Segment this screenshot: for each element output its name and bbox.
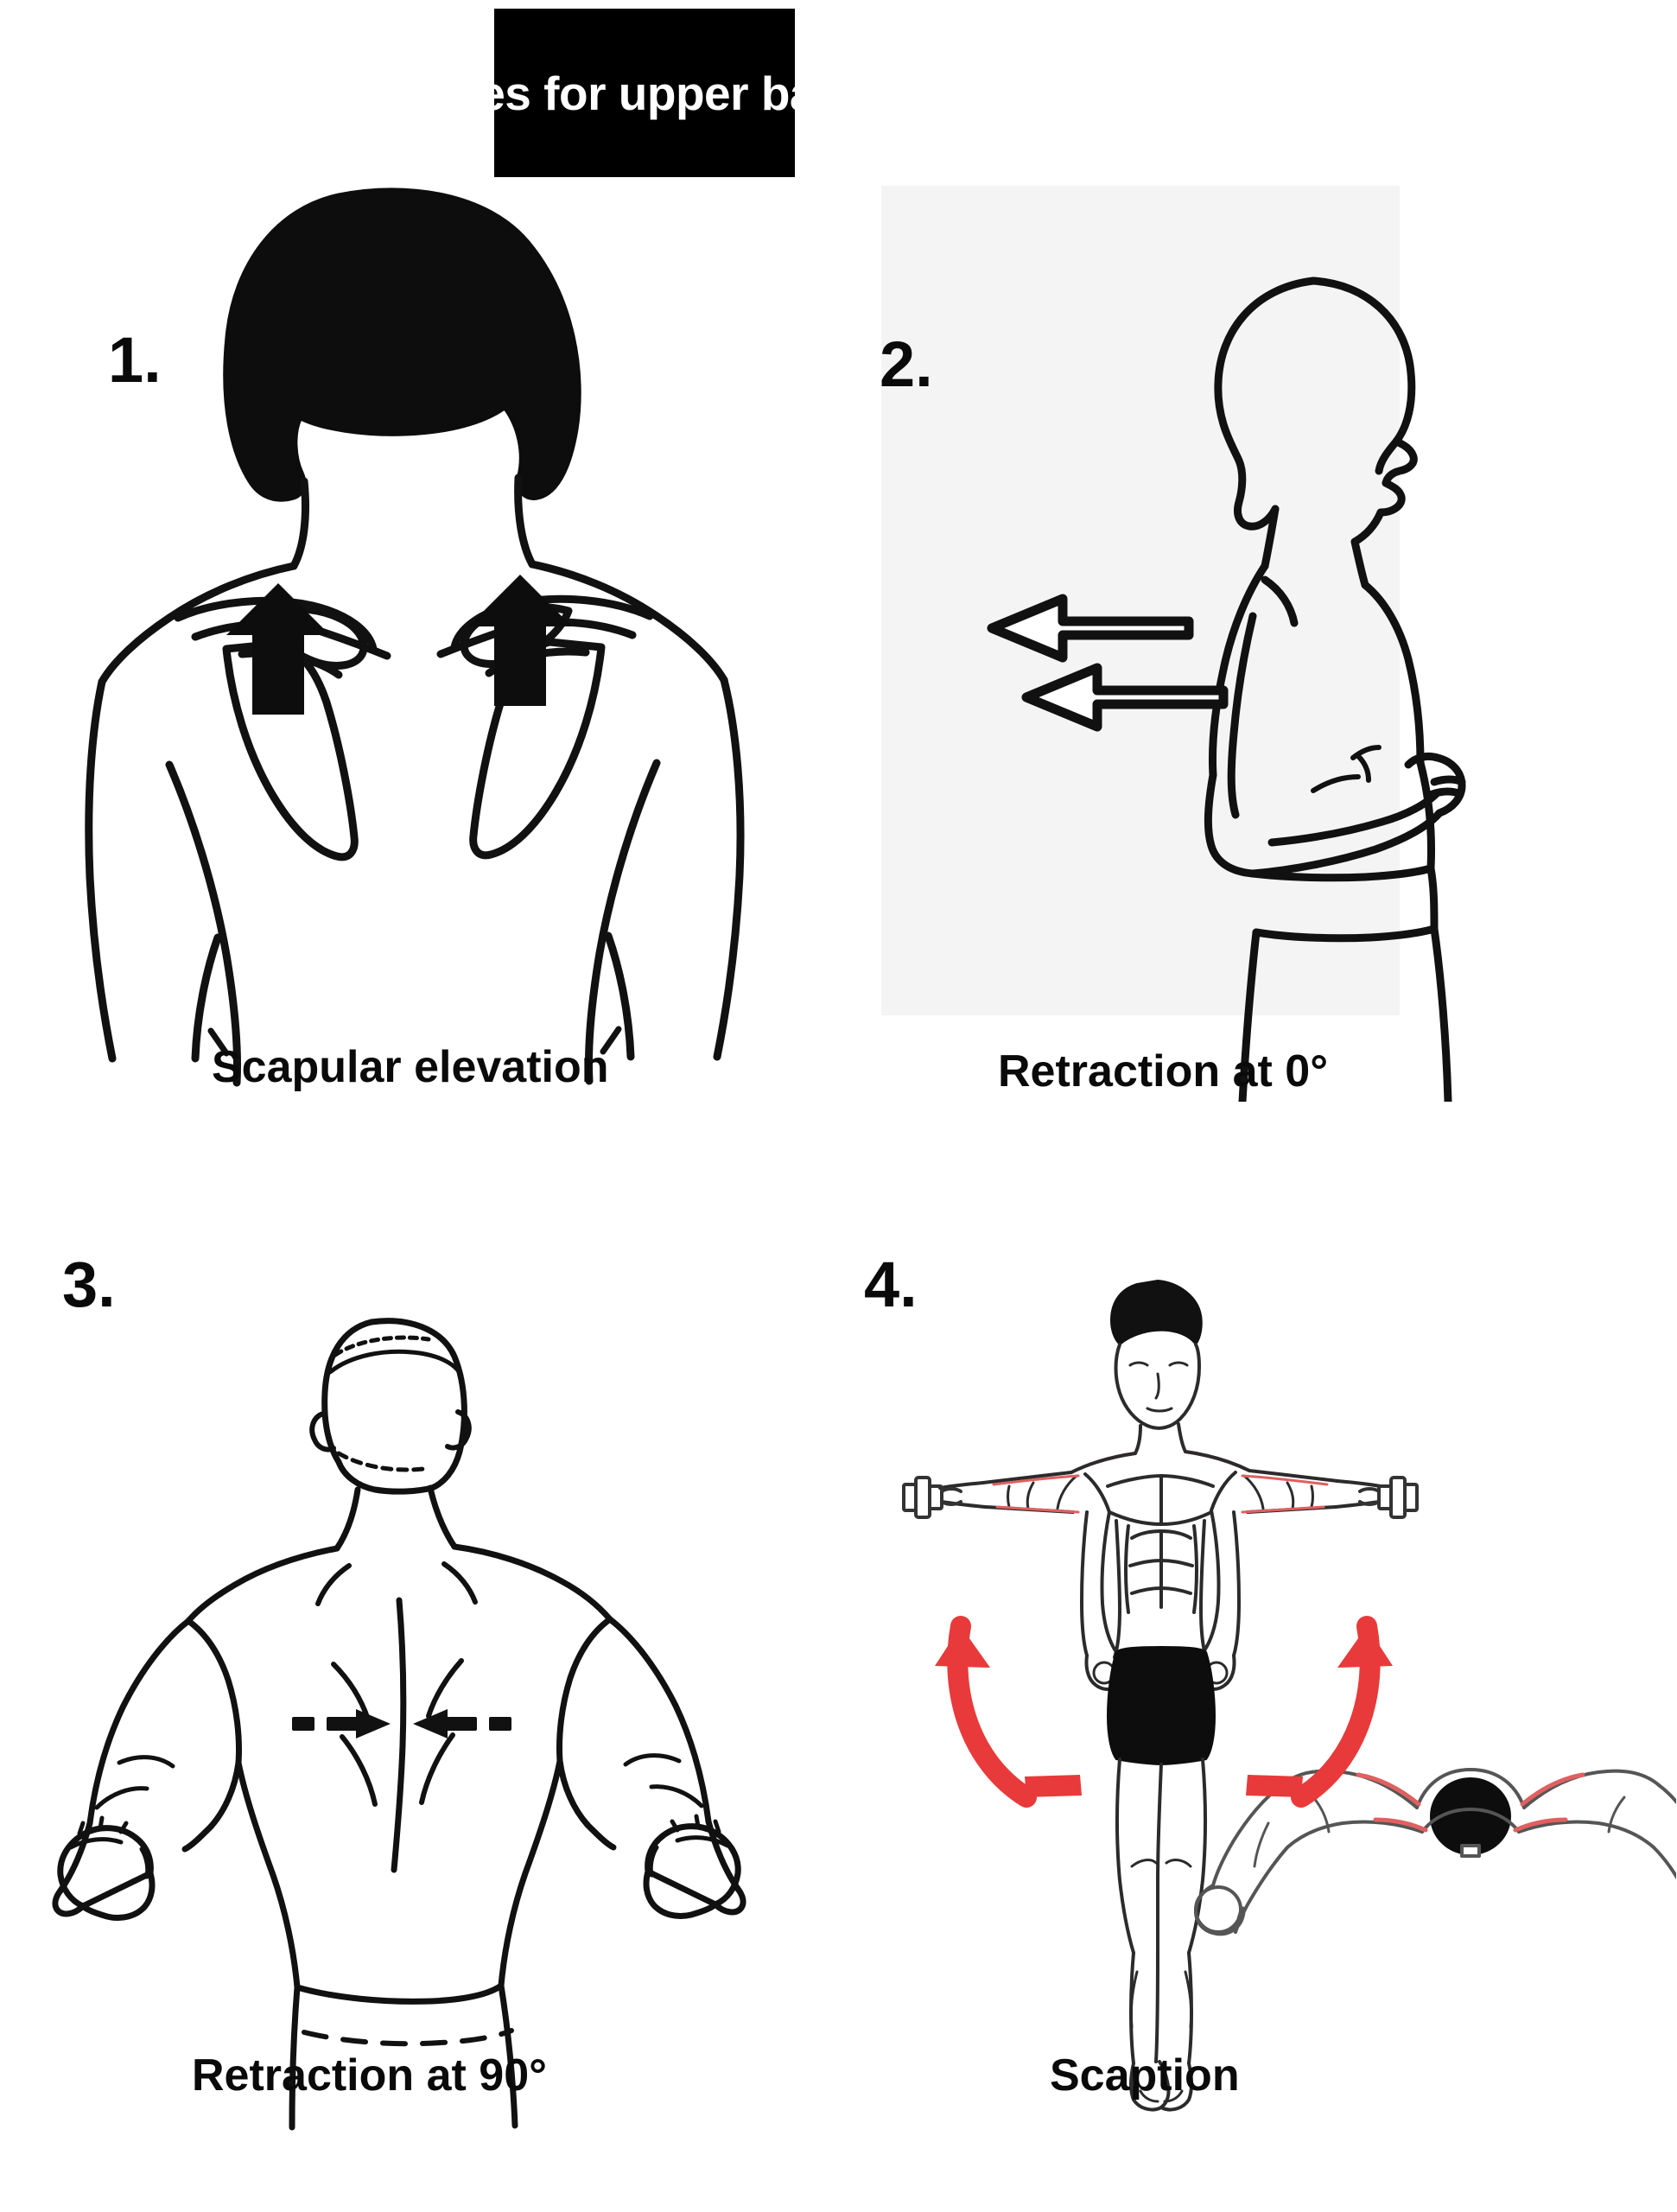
panel-scapular-elevation — [0, 160, 838, 1102]
illustration-retraction-at-90 — [52, 1318, 746, 2131]
left-arrow-lower — [1021, 663, 1229, 732]
inward-arrow-right — [413, 1709, 511, 1738]
panel-retraction-at-90 — [0, 1227, 838, 2152]
panel-caption-scapular-elevation: Scapular elevation — [212, 1042, 609, 1092]
panel-caption-retraction-at-90: Retraction at 90° — [192, 2050, 547, 2101]
panel-number-3: 3. — [62, 1249, 116, 1320]
red-motion-arrow-left — [935, 1616, 1082, 1808]
illustration-retraction-at-0 — [987, 276, 1466, 1102]
left-arrow-upper — [987, 594, 1194, 663]
panel-caption-scaption: Scaption — [1050, 2050, 1240, 2101]
illustration-scapular-elevation — [85, 188, 745, 1087]
title-banner: Exercises for upper back pain — [313, 9, 977, 177]
panel-retraction-at-0 — [881, 186, 1650, 1102]
panel-number-4: 4. — [864, 1249, 918, 1320]
red-motion-arrow-right — [1246, 1616, 1393, 1808]
inward-arrow-left — [292, 1709, 391, 1738]
panel-caption-retraction-at-0: Retraction at 0° — [998, 1046, 1329, 1096]
illustration-scaption — [902, 1280, 1676, 2112]
page-title: Exercises for upper back pain — [312, 66, 977, 120]
up-arrow-right — [468, 575, 572, 706]
up-arrow-left — [226, 583, 330, 715]
panel-number-2: 2. — [880, 328, 933, 400]
panel-scaption — [881, 1227, 1676, 2152]
panel-number-1: 1. — [108, 324, 162, 396]
